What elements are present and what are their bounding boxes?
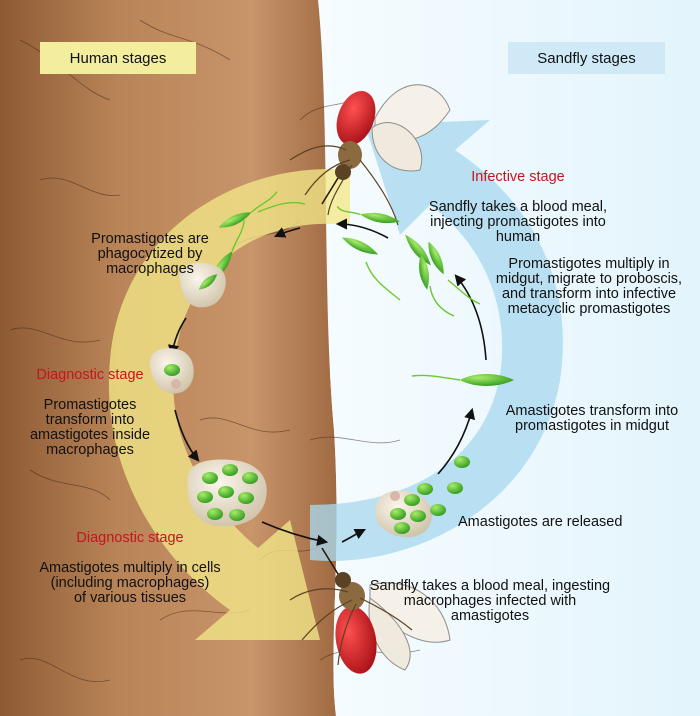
human-stages-label: Human stages — [69, 49, 167, 67]
sandfly-stages-header: Sandfly stages — [508, 42, 665, 74]
released-text: Amastigotes are released — [458, 500, 658, 530]
infective-stage-title: Infective stage — [471, 169, 565, 185]
promastigotes-multiplying — [336, 205, 481, 317]
arrow-to-infective — [335, 218, 389, 239]
human-stages-header: Human stages — [40, 42, 196, 74]
arrow-to-transform-midgut — [437, 407, 476, 475]
macrophage-infected — [149, 348, 194, 394]
transform-midgut-desc: Amastigotes transform into promastigotes… — [505, 403, 679, 434]
arrow-to-released — [341, 528, 367, 543]
released-desc: Amastigotes are released — [458, 514, 623, 530]
sandfly-top-illustration — [289, 84, 451, 226]
cell-many-amastigotes — [187, 459, 267, 527]
sandfly-bottom-illustration — [289, 547, 451, 674]
released-amastigotes — [375, 456, 470, 538]
diagnostic-stage-2-desc: Amastigotes multiply in cells (including… — [39, 560, 221, 606]
sandfly-stages-label: Sandfly stages — [537, 49, 636, 67]
infective-stage-desc: Sandfly takes a blood meal, injecting pr… — [428, 199, 608, 245]
ingest-text: Sandfly takes a blood meal, ingesting ma… — [360, 564, 620, 624]
transform-midgut-text: Amastigotes transform into promastigotes… — [492, 389, 692, 434]
ingest-desc: Sandfly takes a blood meal, ingesting ma… — [369, 578, 611, 624]
multiply-midgut-text: Promastigotes multiply in midgut, migrat… — [478, 242, 700, 317]
yellow-cycle-arrow — [108, 169, 350, 640]
diagnostic-stage-2-text: Diagnostic stage Amastigotes multiply in… — [10, 516, 250, 606]
promastigote-midgut — [411, 374, 514, 386]
macrophage-phagocytizing — [179, 262, 226, 308]
arrow-to-multiply-midgut — [454, 274, 487, 361]
diagnostic-stage-1-title: Diagnostic stage — [36, 367, 144, 383]
diagnostic-stage-1-desc: Promastigotes transform into amastigotes… — [29, 397, 151, 458]
multiply-midgut-desc: Promastigotes multiply in midgut, migrat… — [495, 256, 683, 317]
phagocytized-text: Promastigotes are phagocytized by macrop… — [80, 217, 220, 277]
arrow-to-promastigotes — [273, 227, 301, 238]
diagnostic-stage-1-text: Diagnostic stage Promastigotes transform… — [20, 353, 160, 458]
arrow-to-multiply-cells — [174, 409, 200, 462]
diagnostic-stage-2-title: Diagnostic stage — [76, 530, 184, 546]
blue-cycle-arrow — [310, 120, 563, 561]
arrow-to-sandfly-ingest — [261, 521, 329, 546]
phagocytized-desc: Promastigotes are phagocytized by macrop… — [91, 231, 209, 277]
infective-stage-text: Infective stage Sandfly takes a blood me… — [408, 155, 628, 245]
